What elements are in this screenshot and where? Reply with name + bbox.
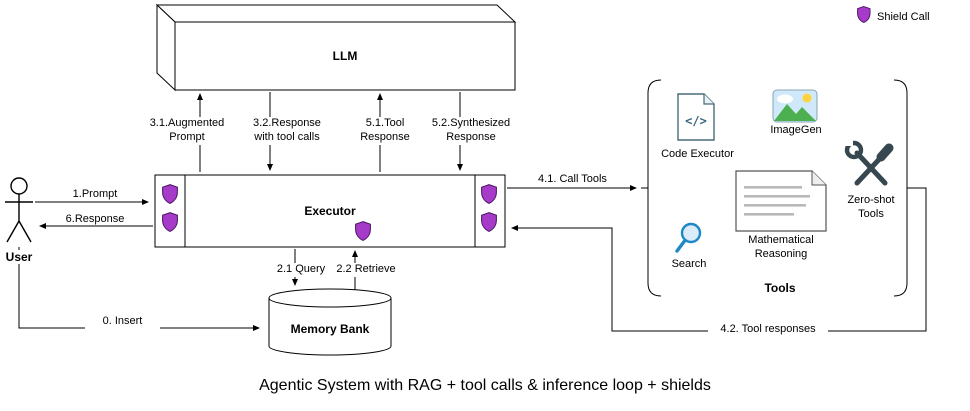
executor-box	[154, 174, 506, 248]
edge-insert	[18, 247, 260, 331]
legend-shield-label: Shield Call	[877, 11, 930, 23]
edge-label-call-tools: 4.1. Call Tools	[538, 173, 607, 185]
search-icon	[673, 221, 705, 260]
tools-bracket-left	[641, 79, 662, 297]
edge-label-augmented-prompt: 3.1.Augmented Prompt	[144, 117, 230, 145]
edge-label-response: 6.Response	[65, 213, 125, 225]
memory-bank-cylinder	[268, 288, 392, 356]
tools-group-label: Tools	[764, 281, 796, 295]
math-reasoning-label: Mathematical Reasoning	[748, 234, 814, 260]
code-executor-icon: </>	[676, 93, 716, 146]
svg-text:</>: </>	[685, 114, 707, 128]
executor-label: Executor	[304, 204, 356, 218]
llm-label: LLM	[332, 49, 358, 63]
legend-shield-icon	[857, 6, 871, 23]
diagram-title: Agentic System with RAG + tool calls & i…	[259, 377, 711, 394]
imagegen-label: ImageGen	[770, 124, 822, 136]
edge-label-response-with-tool-calls: 3.2.Response with tool calls	[244, 117, 330, 145]
search-label: Search	[671, 258, 707, 270]
edge-label-tool-response: 5.1.Tool Response	[353, 117, 417, 145]
zero-shot-tools-icon	[843, 137, 895, 196]
edge-label-insert: 0. Insert	[85, 315, 160, 329]
edge-label-synthesized-response: 5.2.Synthesized Response	[426, 117, 516, 145]
llm-box	[155, 3, 517, 92]
user-label: User	[0, 250, 38, 264]
code-executor-label: Code Executor	[661, 148, 734, 160]
imagegen-icon	[772, 89, 818, 128]
edge-label-tool-responses: 4.2. Tool responses	[708, 323, 828, 337]
memory-bank-label: Memory Bank	[290, 322, 370, 336]
zero-shot-tools-label: Zero-shot Tools	[847, 194, 895, 220]
math-reasoning-icon	[735, 170, 827, 237]
edge-label-query: 2.1 Query	[266, 263, 336, 277]
user-figure	[5, 177, 33, 243]
tools-bracket-right	[893, 79, 908, 297]
edge-label-retrieve: 2.2 Retrieve	[331, 263, 401, 277]
edge-label-prompt: 1.Prompt	[72, 188, 118, 200]
